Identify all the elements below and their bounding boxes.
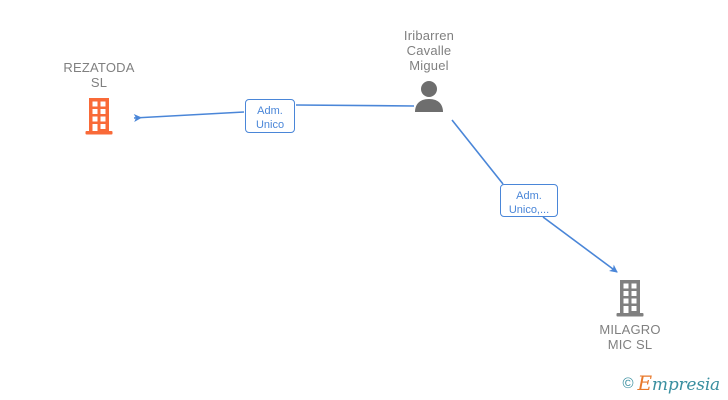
node-person-iribarren-cavalle-miguel[interactable]: Iribarren Cavalle Miguel — [364, 28, 494, 113]
node-label-milagro-mic-sl: MILAGRO MIC SL — [599, 322, 661, 352]
building-icon[interactable] — [84, 96, 114, 136]
edge-label-adm-unico-rezatoda[interactable]: Adm. Unico — [245, 99, 295, 133]
edge-segment-person-to-label2 — [451, 119, 504, 185]
person-icon[interactable] — [412, 79, 446, 113]
brand-initial: E — [637, 371, 653, 395]
watermark-empresia: © Empresia — [622, 373, 720, 394]
copyright-icon: © — [622, 375, 634, 392]
node-label-rezatoda-sl: REZATODA SL — [63, 60, 135, 90]
brand-rest: mpresia — [651, 375, 720, 395]
node-label-person: Iribarren Cavalle Miguel — [403, 28, 455, 73]
edge-segment-label2-to-milagro — [542, 216, 618, 273]
edge-segment-label1-to-rezatoda — [133, 111, 245, 122]
edge-label-adm-unico-milagro[interactable]: Adm. Unico,... — [500, 184, 558, 217]
building-icon[interactable] — [615, 278, 645, 318]
node-milagro-mic-sl[interactable]: MILAGRO MIC SL — [565, 278, 695, 352]
edge-segment-person-to-label1 — [295, 104, 415, 107]
brand-name: Empresia — [638, 373, 721, 394]
node-rezatoda-sl[interactable]: REZATODA SL — [34, 60, 164, 136]
